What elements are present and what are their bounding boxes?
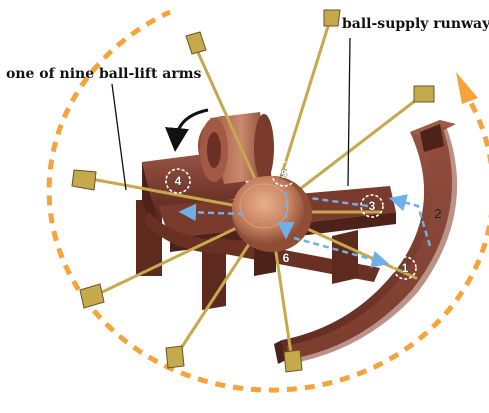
drum	[198, 112, 274, 184]
marker-2: 2	[434, 206, 441, 221]
marker-6: 6	[283, 251, 290, 265]
arm-caption: one of nine ball-lift arms	[6, 66, 201, 82]
marker-5-label: 5	[281, 167, 288, 181]
marker-2-label: 2	[434, 206, 441, 221]
runway-caption: ball-supply runway	[342, 16, 489, 32]
marker-3-label: 3	[369, 199, 376, 213]
marker-6-label: 6	[283, 251, 290, 265]
marker-4-label: 4	[175, 174, 182, 188]
marker-1-label: 1	[402, 261, 409, 275]
